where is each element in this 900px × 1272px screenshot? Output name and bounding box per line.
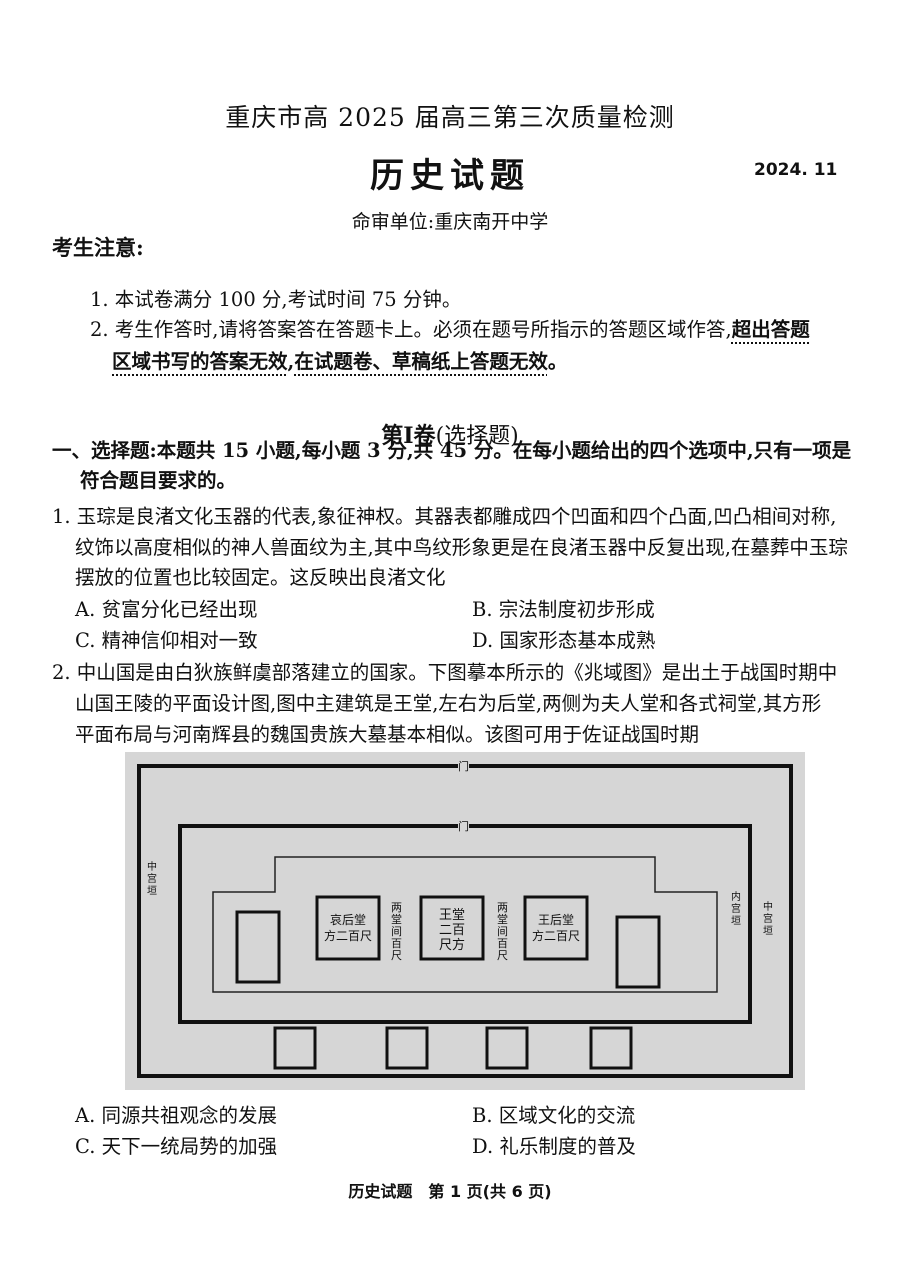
- section-intro-1: 一、选择题:本题共 15 小题,每小题 3 分,共 45 分。在每小题给出的四个…: [52, 439, 852, 462]
- hall-right-label: 王后堂 方二百尺: [529, 912, 583, 944]
- subject-title: 历史试题: [370, 156, 530, 196]
- q1-option-d[interactable]: D. 国家形态基本成熟: [472, 629, 656, 652]
- q2-option-b[interactable]: B. 区域文化的交流: [472, 1104, 636, 1127]
- q1-stem-2: 纹饰以高度相似的神人兽面纹为主,其中鸟纹形象更是在良渚玉器中反复出现,在墓葬中玉…: [75, 536, 848, 559]
- notice-item-2-cont: 区域书写的答案无效,在试题卷、草稿纸上答题无效。: [112, 347, 567, 377]
- notice-comma: ,: [287, 350, 295, 373]
- notice-heading: 考生注意:: [52, 235, 144, 260]
- q1-option-b[interactable]: B. 宗法制度初步形成: [472, 598, 655, 621]
- shrine-3: [485, 1026, 529, 1070]
- section-title: 第Ⅰ卷(选择题): [0, 418, 900, 450]
- q1-stem-3: 摆放的位置也比较固定。这反映出良渚文化: [75, 566, 446, 589]
- hall-center-line-2: 二百: [438, 923, 465, 938]
- section-title-paren: (选择题): [435, 424, 519, 449]
- q2-stem-1: 2. 中山国是由白狄族鲜虞部落建立的国家。下图摹本所示的《兆域图》是出土于战国时…: [52, 661, 838, 684]
- notice-emphasis-b: 区域书写的答案无效: [112, 350, 288, 373]
- outer-wall-label-right: 中宫垣: [763, 902, 773, 937]
- section-intro-2: 符合题目要求的。: [80, 469, 237, 492]
- platform-outline: [212, 856, 718, 993]
- gate-label-inner: 门: [458, 818, 469, 834]
- section-title-main: 第Ⅰ卷: [381, 423, 436, 449]
- page-footer: 历史试题 第 1 页(共 6 页): [348, 1182, 552, 1201]
- notice-end: 。: [547, 350, 568, 373]
- zhaoyu-map-figure: 王堂 二百 尺方 哀后堂 方二百尺 王后堂 方二百尺 两堂间百尺 两堂间百尺 中…: [125, 752, 805, 1090]
- q1-stem-1: 1. 玉琮是良渚文化玉器的代表,象征神权。其器表都雕成四个凹面和四个凸面,凹凸相…: [52, 505, 837, 528]
- gate-label-outer: 门: [458, 758, 469, 774]
- q2-option-c[interactable]: C. 天下一统局势的加强: [75, 1135, 278, 1158]
- exam-title: 重庆市高 2025 届高三第三次质量检测: [225, 103, 675, 132]
- notice-item-2-text: 2. 考生作答时,请将答案答在答题卡上。必须在题号所指示的答题区域作答,: [90, 318, 732, 341]
- shrine-4: [589, 1026, 633, 1070]
- notice-item-2: 2. 考生作答时,请将答案答在答题卡上。必须在题号所指示的答题区域作答,超出答题: [90, 315, 850, 345]
- hall-center-label: 王堂 二百 尺方: [427, 908, 477, 953]
- hall-left-line-1: 哀后堂: [329, 913, 366, 927]
- between-halls-label-left: 两堂间百尺: [391, 901, 402, 962]
- hall-right-line-1: 王后堂: [537, 913, 574, 927]
- hall-left-line-2: 方二百尺: [323, 929, 372, 943]
- q2-stem-2: 山国王陵的平面设计图,图中主建筑是王堂,左右为后堂,两侧为夫人堂和各式祠堂,其方…: [75, 692, 822, 715]
- outer-wall-label: 中宫垣: [147, 862, 157, 897]
- hall-left-label: 哀后堂 方二百尺: [321, 912, 375, 944]
- hall-far-left: [235, 910, 281, 984]
- notice-item-1: 1. 本试卷满分 100 分,考试时间 75 分钟。: [90, 288, 462, 311]
- exam-unit: 命审单位:重庆南开中学: [351, 211, 549, 233]
- shrine-1: [273, 1026, 317, 1070]
- between-halls-label-right: 两堂间百尺: [497, 901, 508, 962]
- hall-left: [315, 895, 381, 961]
- hall-center-line-1: 王堂: [438, 908, 465, 923]
- inner-wall-label: 内宫垣: [731, 892, 741, 927]
- hall-right-line-2: 方二百尺: [531, 929, 580, 943]
- hall-center: [419, 895, 485, 961]
- hall-center-line-3: 尺方: [438, 938, 465, 953]
- notice-emphasis-a: 超出答题: [731, 318, 810, 341]
- notice-emphasis-c: 在试题卷、草稿纸上答题无效: [294, 350, 548, 373]
- hall-far-right: [615, 915, 661, 989]
- hall-right: [523, 895, 589, 961]
- q1-option-a[interactable]: A. 贫富分化已经出现: [75, 598, 258, 621]
- q2-option-d[interactable]: D. 礼乐制度的普及: [472, 1135, 636, 1158]
- shrine-2: [385, 1026, 429, 1070]
- q2-stem-3: 平面布局与河南辉县的魏国贵族大墓基本相似。该图可用于佐证战国时期: [75, 723, 700, 746]
- exam-date: 2024. 11: [754, 160, 838, 180]
- q1-option-c[interactable]: C. 精神信仰相对一致: [75, 629, 258, 652]
- q2-option-a[interactable]: A. 同源共祖观念的发展: [75, 1104, 277, 1127]
